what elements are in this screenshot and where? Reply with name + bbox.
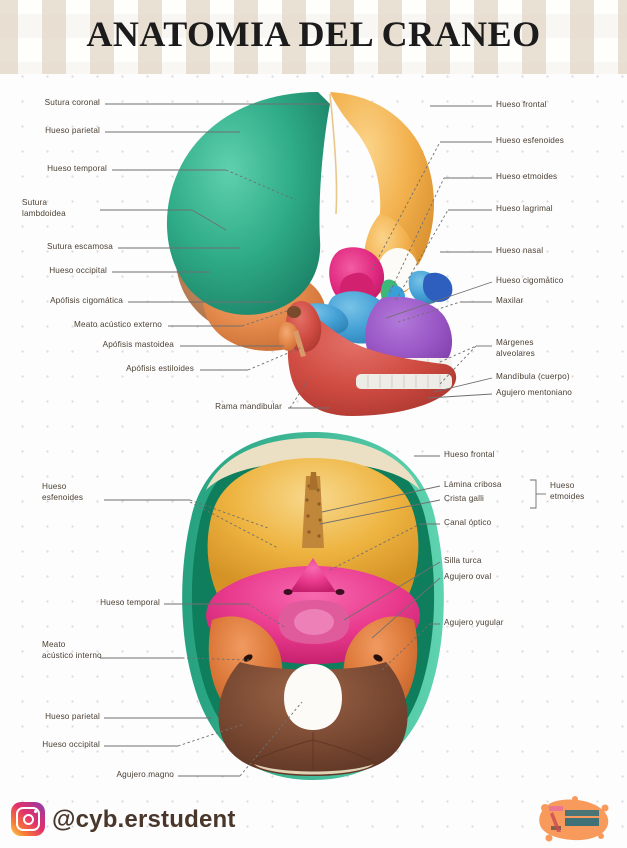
internal-acoustic-meatus-left — [243, 654, 253, 662]
label-hueso-temporal: Hueso temporal — [47, 164, 107, 173]
label-hueso-nasal: Hueso nasal — [496, 246, 544, 255]
stamp-marks — [549, 806, 599, 832]
label-hueso-esfenoides: Hueso esfenoides — [496, 136, 564, 145]
label-agujero-yugular: Agujero yugular — [444, 618, 504, 627]
label-hueso-lagrimal: Hueso lagrimal — [496, 204, 553, 213]
label-agujero-oval: Agujero oval — [444, 572, 492, 581]
cribriform-plate — [302, 476, 324, 548]
label-hueso-etmoides: Hueso etmoides — [496, 172, 558, 181]
mastoid-process — [278, 322, 299, 351]
label-sutura-escamosa: Sutura escamosa — [47, 242, 113, 251]
leader-lines-left — [100, 103, 330, 409]
label-hueso-parietal: Hueso parietal — [45, 126, 100, 135]
styloid-process — [293, 330, 306, 357]
cribriform-foramina — [305, 484, 322, 538]
instagram-icon-lens — [22, 813, 34, 825]
internal-acoustic-meatus-right — [373, 654, 383, 662]
optic-canal-left — [283, 589, 293, 595]
label-sutura-coronal: Sutura coronal — [44, 98, 100, 107]
optic-canal-right — [335, 589, 345, 595]
label-apofisis-mastoidea: Apófisis mastoidea — [102, 340, 174, 349]
lateral-skull-figure: Sutura coronal Hueso parietal Hueso temp… — [0, 74, 627, 424]
label-apofisis-estiloides: Apófisis estiloides — [126, 364, 194, 373]
label-mandibula-cuerpo: Mandíbula (cuerpo) — [496, 372, 570, 381]
label-hueso-temporal-base: Hueso temporal — [100, 598, 160, 607]
brand-stamp-logo — [539, 796, 609, 842]
base-leader-lines-right — [319, 455, 546, 671]
occipital-crests — [247, 732, 379, 772]
instagram-icon[interactable] — [11, 802, 45, 836]
instagram-handle[interactable]: @cyb.erstudent — [52, 806, 236, 833]
label-hueso-cigomatico: Hueso cigomático — [496, 276, 564, 285]
occipital-diploe-rim — [254, 764, 374, 775]
lateral-skull-illustration — [100, 92, 493, 416]
label-agujero-mentoniano: Agujero mentoniano — [496, 388, 572, 397]
instagram-icon-frame — [16, 807, 40, 831]
label-hueso-frontal-base: Hueso frontal — [444, 450, 495, 459]
external-acoustic-meatus — [287, 306, 301, 318]
sphenoid-body-spur — [290, 558, 336, 592]
page-title: ANATOMIA DEL CRANEO — [86, 14, 541, 54]
base-leader-lines-left — [100, 499, 303, 777]
label-meato-acustico-externo: Meato acústico externo — [74, 320, 162, 329]
label-apofisis-cigomatica: Apófisis cigomática — [50, 296, 123, 305]
label-canal-optico: Canal óptico — [444, 518, 492, 527]
pituitary-fossa — [294, 609, 334, 635]
cranial-base-shapes — [182, 432, 444, 780]
cranial-base-illustration — [100, 432, 546, 780]
label-agujero-magno: Agujero magno — [116, 770, 174, 779]
skull-lateral-shapes — [166, 92, 457, 416]
frontal-diploe-rim — [206, 438, 420, 490]
parietal-bone-region — [166, 92, 330, 315]
label-rama-mandibular: Rama mandibular — [215, 402, 282, 411]
label-maxilar: Maxilar — [496, 296, 524, 305]
label-silla-turca: Silla turca — [444, 556, 482, 565]
nasal-bone-upper — [423, 272, 453, 302]
coronal-suture-line — [329, 93, 338, 215]
crista-galli — [309, 472, 318, 490]
label-hueso-parietal-base: Hueso parietal — [45, 712, 100, 721]
lower-teeth — [356, 374, 452, 389]
instagram-icon-dot — [34, 810, 37, 813]
label-hueso-occipital-base: Hueso occipital — [42, 740, 100, 749]
leader-lines-right — [371, 105, 493, 399]
title-banner: ANATOMIA DEL CRANEO — [0, 0, 627, 74]
footer: @cyb.erstudent — [0, 794, 627, 848]
label-lamina-cribosa: Lámina cribosa — [444, 480, 502, 489]
label-crista-galli: Crista galli — [444, 494, 485, 503]
label-hueso-occipital: Hueso occipital — [49, 266, 107, 275]
label-hueso-frontal: Hueso frontal — [496, 100, 547, 109]
foramen-magnum — [284, 664, 342, 730]
